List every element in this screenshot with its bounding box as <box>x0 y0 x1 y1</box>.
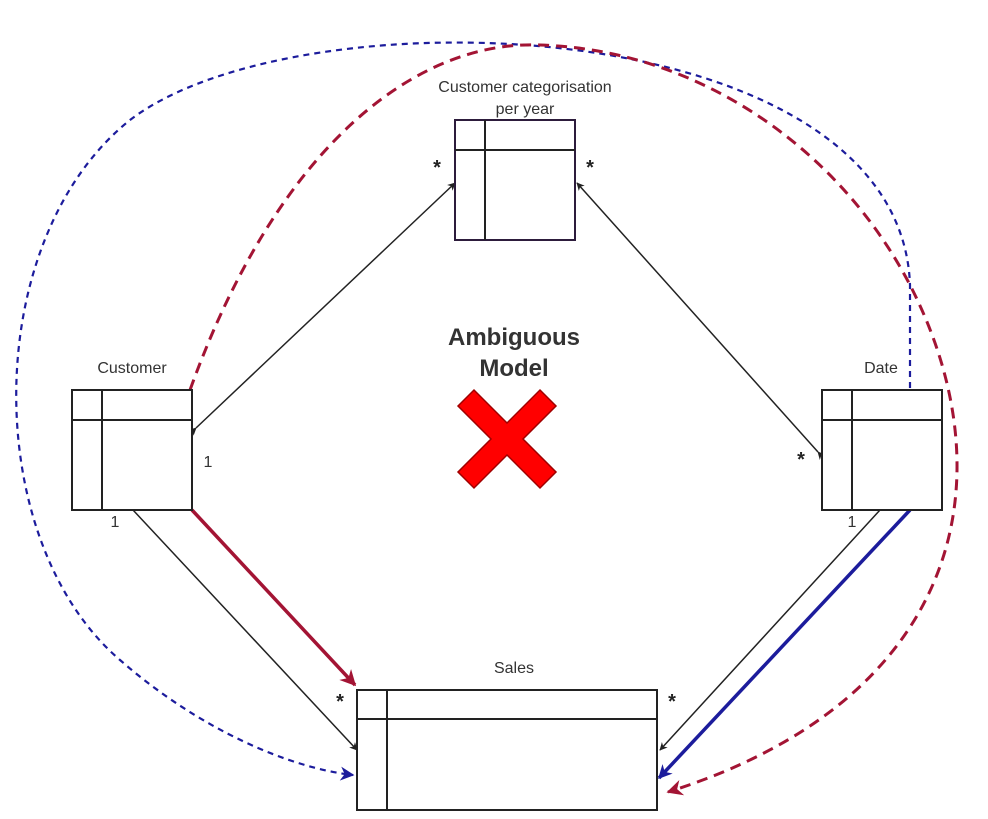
customer-table-label: Customer <box>97 360 167 377</box>
blue-dashed-path <box>15 41 912 781</box>
sales-table[interactable] <box>356 689 658 811</box>
customer-categorisation-table[interactable] <box>454 119 576 241</box>
cardinality-sales-right: * <box>668 691 676 713</box>
customer-categorisation-relationship <box>188 182 456 436</box>
customer-categorisation-label-line1: Customer categorisation <box>438 79 611 96</box>
cardinality-sales-left: * <box>336 691 344 713</box>
ambiguous-title-line1: Ambiguous <box>448 324 580 351</box>
customer-categorisation-label-line2: per year <box>496 101 555 118</box>
date-categorisation-relationship <box>576 182 826 461</box>
cardinality-date-to-categorisation: * <box>797 449 805 471</box>
customer-sales-relationship <box>132 509 358 751</box>
cardinality-categorisation-left: * <box>433 157 441 179</box>
sales-table-label: Sales <box>494 660 534 677</box>
red-filter-path <box>190 508 357 687</box>
cardinality-categorisation-right: * <box>586 157 594 179</box>
cardinality-customer-to-categorisation: 1 <box>204 454 213 471</box>
cardinality-customer-to-sales: 1 <box>111 514 120 531</box>
date-table[interactable] <box>821 389 943 511</box>
red-dashed-path <box>188 43 959 796</box>
ambiguous-title-line2: Model <box>479 355 548 382</box>
cardinality-date-to-sales: 1 <box>848 514 857 531</box>
date-sales-relationship <box>659 509 881 751</box>
date-table-label: Date <box>864 360 898 377</box>
blue-filter-path <box>657 508 912 780</box>
red-x-icon <box>456 388 558 490</box>
customer-table[interactable] <box>71 389 193 511</box>
